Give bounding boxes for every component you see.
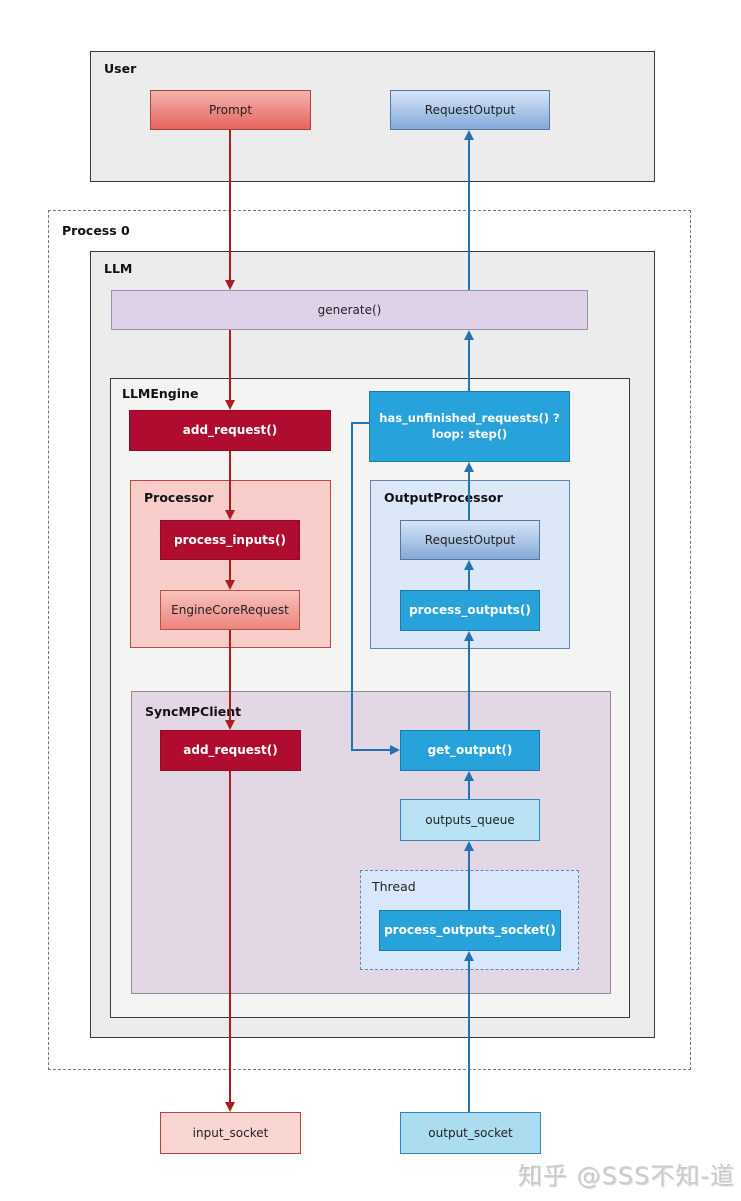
- blue-arrow-segment: [468, 958, 470, 1112]
- blue-arrowhead-process-outputs-socket: [464, 951, 474, 961]
- red-arrowhead-engine-core-request: [225, 580, 235, 590]
- red-arrow-segment: [229, 771, 231, 1103]
- red-arrowhead-generate: [225, 280, 235, 290]
- red-arrow-segment: [229, 451, 231, 511]
- process-outputs-socket-node: process_outputs_socket(): [379, 910, 561, 951]
- red-arrow-segment: [229, 330, 231, 401]
- blue-arrowhead-elbow-get-output: [390, 745, 400, 755]
- blue-arrowhead-has-unfinished: [464, 462, 474, 472]
- generate-node: generate(): [111, 290, 588, 330]
- has-unfinished-line2: loop: step(): [431, 426, 508, 441]
- elbow-connector-vertical: [351, 422, 353, 751]
- processor-label: Processor: [144, 490, 214, 505]
- outputs-queue-node: outputs_queue: [400, 799, 540, 841]
- process0-label: Process 0: [62, 223, 130, 238]
- blue-arrowhead-get-output: [464, 771, 474, 781]
- llm-engine-label: LLMEngine: [122, 386, 199, 401]
- has-unfinished-line1: has_unfinished_requests() ?: [379, 410, 560, 425]
- blue-arrow-segment: [468, 849, 470, 910]
- red-arrowhead-add-request: [225, 400, 235, 410]
- red-arrow-segment: [229, 560, 231, 581]
- has-unfinished-requests-node: has_unfinished_requests() ? loop: step(): [369, 391, 570, 462]
- user-label: User: [104, 61, 137, 76]
- add-request-node: add_request(): [129, 410, 331, 451]
- elbow-connector-top: [351, 422, 370, 424]
- get-output-node: get_output(): [400, 730, 540, 771]
- red-arrowhead-add-request-client: [225, 720, 235, 730]
- process-outputs-node: process_outputs(): [400, 590, 540, 631]
- process-inputs-node: process_inputs(): [160, 520, 300, 560]
- request-output-inner-node: RequestOutput: [400, 520, 540, 560]
- request-output-user-node: RequestOutput: [390, 90, 550, 130]
- engine-core-request-node: EngineCoreRequest: [160, 590, 300, 630]
- watermark: 知乎 @SSS不知-道: [518, 1162, 735, 1190]
- blue-arrow-segment: [468, 138, 470, 290]
- red-arrowhead-process-inputs: [225, 510, 235, 520]
- add-request-client-node: add_request(): [160, 730, 301, 771]
- red-arrowhead-input-socket: [225, 1102, 235, 1112]
- blue-arrow-segment: [468, 470, 470, 520]
- blue-arrow-segment: [468, 639, 470, 730]
- prompt-node: Prompt: [150, 90, 311, 130]
- red-arrow-segment: [229, 130, 231, 280]
- thread-label: Thread: [372, 879, 416, 894]
- input-socket-node: input_socket: [160, 1112, 301, 1154]
- blue-arrowhead-request-output-inner: [464, 560, 474, 570]
- blue-arrow-segment: [468, 779, 470, 799]
- elbow-connector-bottom: [351, 749, 391, 751]
- blue-arrow-segment: [468, 338, 470, 391]
- output-processor-label: OutputProcessor: [384, 490, 503, 505]
- blue-arrow-segment: [468, 568, 470, 590]
- blue-arrowhead-outputs-queue: [464, 841, 474, 851]
- red-arrow-segment: [229, 630, 231, 721]
- llm-label: LLM: [104, 261, 133, 276]
- sync-mp-client-label: SyncMPClient: [145, 704, 242, 719]
- output-socket-node: output_socket: [400, 1112, 541, 1154]
- blue-arrowhead-generate: [464, 330, 474, 340]
- blue-arrowhead-request-output-user: [464, 130, 474, 140]
- blue-arrowhead-process-outputs: [464, 631, 474, 641]
